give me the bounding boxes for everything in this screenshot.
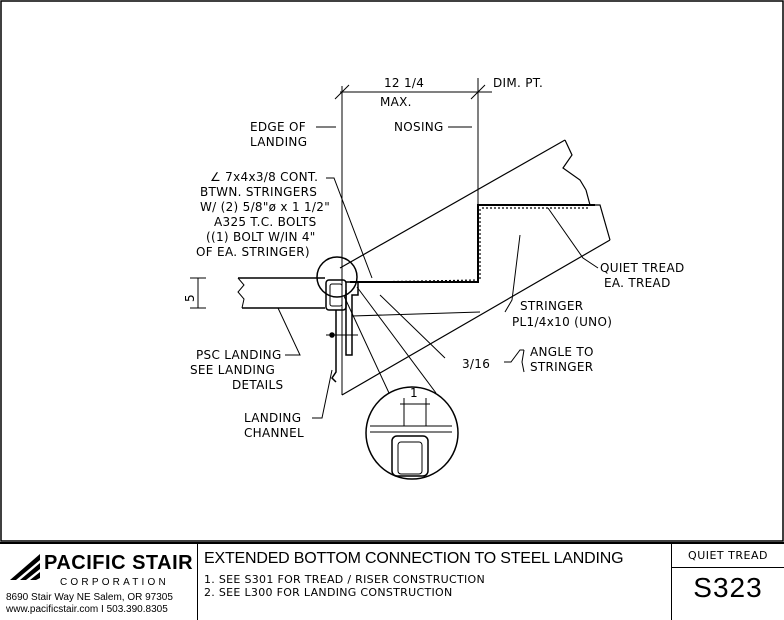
stringer-label-2: PL1/4x10 (UNO) [512, 315, 612, 329]
leader-lines [190, 126, 599, 419]
detail-title: EXTENDED BOTTOM CONNECTION TO STEEL LAND… [204, 550, 624, 567]
stair-logo-icon [10, 554, 40, 580]
psc-label-2: SEE LANDING [190, 363, 275, 377]
landing-section [237, 277, 325, 309]
angle-note-2: BTWN. STRINGERS [200, 185, 317, 199]
angle-to-stringer-2: STRINGER [530, 360, 593, 374]
channel-label-2: CHANNEL [244, 426, 304, 440]
detail-category: QUIET TREAD [672, 544, 784, 568]
sheet-number: S323 [693, 572, 763, 603]
psc-label-1: PSC LANDING [196, 348, 282, 362]
dim-max-label: MAX. [380, 95, 412, 109]
angle-note-1: ∠ 7x4x3/8 CONT. [210, 170, 318, 184]
angle-to-stringer-1: ANGLE TO [530, 345, 594, 359]
callout-labels: 12 1/4 DIM. PT. MAX. EDGE OF LANDING NOS… [183, 76, 685, 440]
stringer-label-1: STRINGER [520, 299, 583, 313]
dimension-line [334, 78, 492, 395]
company-corporation: CORPORATION [60, 577, 169, 588]
company-web: www.pacificstair.com I 503.390.8305 [6, 604, 168, 615]
company-block: PACIFIC STAIR CORPORATION 8690 Stair Way… [0, 544, 198, 620]
title-block: PACIFIC STAIR CORPORATION 8690 Stair Way… [0, 542, 784, 620]
landing-thickness-dim: 5 [183, 294, 197, 302]
weld-size-label: 3/16 [462, 357, 490, 371]
psc-label-3: DETAILS [232, 378, 283, 392]
landing-channel [316, 256, 359, 383]
angle-note-5: ((1) BOLT W/IN 4" [206, 230, 316, 244]
detail-drawing: 12 1/4 DIM. PT. MAX. EDGE OF LANDING NOS… [0, 0, 784, 542]
company-name: PACIFIC STAIR [44, 552, 194, 574]
note-2: 2. SEE L300 FOR LANDING CONSTRUCTION [204, 586, 453, 599]
edge-label-2: LANDING [250, 135, 307, 149]
nosing-label: NOSING [394, 120, 444, 134]
company-address: 8690 Stair Way NE Salem, OR 97305 [6, 592, 173, 603]
dim-value: 12 1/4 [384, 76, 424, 90]
note-1: 1. SEE S301 FOR TREAD / RISER CONSTRUCTI… [204, 573, 486, 586]
angle-note-4: A325 T.C. BOLTS [214, 215, 317, 229]
dim-point-label: DIM. PT. [493, 76, 543, 90]
sheet-border [0, 0, 784, 542]
channel-label-1: LANDING [244, 411, 301, 425]
edge-label-1: EDGE OF [250, 120, 306, 134]
angle-note-3: W/ (2) 5/8"ø x 1 1/2" [200, 200, 330, 214]
enlarged-detail-circle [343, 286, 459, 480]
quiet-tread-label-1: QUIET TREAD [600, 261, 685, 275]
angle-note-6: OF EA. STRINGER) [196, 245, 310, 259]
stringer-geometry [339, 139, 611, 396]
title-cell: EXTENDED BOTTOM CONNECTION TO STEEL LAND… [198, 544, 672, 620]
quiet-tread-label-2: EA. TREAD [604, 276, 671, 290]
sheet-info: QUIET TREAD S323 [672, 544, 784, 620]
detail-dim-one: 1 [410, 386, 418, 400]
